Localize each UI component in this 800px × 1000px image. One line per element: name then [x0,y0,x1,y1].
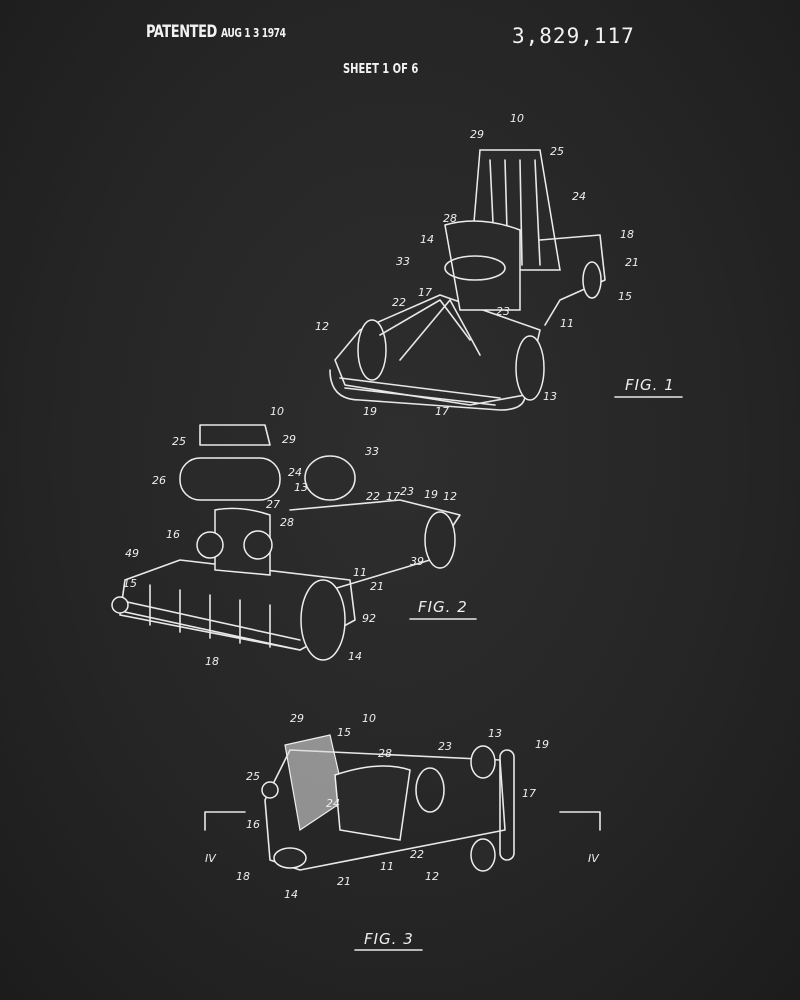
ref-numeral: 11 [353,566,367,579]
ref-numeral: 14 [284,888,298,901]
ref-numeral: 33 [365,445,379,458]
figure-1-drawing: 29 10 25 24 28 14 33 18 21 15 17 22 23 1… [315,112,683,418]
ref-numeral: 39 [410,555,424,568]
ref-numeral: 15 [337,726,351,739]
ref-numeral: 10 [362,712,376,725]
section-mark: IV [588,852,600,865]
ref-numeral: 16 [166,528,180,541]
ref-numeral: 17 [435,405,449,418]
ref-numeral: 17 [418,286,432,299]
ref-numeral: 12 [315,320,329,333]
ref-numeral: 28 [280,516,294,529]
ref-numeral: 22 [392,296,406,309]
figure-1-label: FIG. 1 [625,376,675,394]
ref-numeral: 49 [125,547,139,560]
ref-numeral: 15 [618,290,632,303]
ref-numeral: 27 [266,498,280,511]
ref-numeral: 29 [282,433,296,446]
ref-numeral: 10 [270,405,284,418]
ref-numeral: 13 [543,390,557,403]
ref-numeral: 16 [246,818,260,831]
ref-numeral: 18 [620,228,634,241]
ref-numeral: 24 [288,466,302,479]
ref-numeral: 22 [410,848,424,861]
ref-numeral: 28 [378,747,392,760]
ref-numeral: 23 [400,485,414,498]
ref-numeral: 17 [522,787,536,800]
ref-numeral: 28 [443,212,457,225]
ref-numeral: 24 [326,797,340,810]
ref-numeral: 23 [496,305,510,318]
ref-numeral: 24 [572,190,586,203]
ref-numeral: 14 [420,233,434,246]
ref-numeral: 33 [396,255,410,268]
ref-numeral: 29 [290,712,304,725]
ref-numeral: 10 [510,112,524,125]
ref-numeral: 19 [535,738,549,751]
ref-numeral: 92 [362,612,376,625]
ref-numeral: 13 [294,481,308,494]
ref-numeral: 23 [438,740,452,753]
ref-numeral: 19 [363,405,377,418]
figure-3-label: FIG. 3 [364,930,414,948]
ref-numeral: 21 [370,580,384,593]
ref-numeral: 17 [386,490,400,503]
ref-numeral: 13 [488,727,502,740]
ref-numeral: 11 [380,860,394,873]
ref-numeral: 12 [425,870,439,883]
ref-numeral: 22 [366,490,380,503]
ref-numeral: 26 [152,474,166,487]
patent-number: 3,829,117 [512,24,635,48]
ref-numeral: 14 [348,650,362,663]
sheet-number: SHEET 1 OF 6 [343,62,419,77]
ref-numeral: 19 [424,488,438,501]
figure-3-drawing: IV IV 29 15 10 28 13 23 19 25 24 17 16 2… [204,712,601,951]
ref-numeral: 29 [470,128,484,141]
ref-numeral: 21 [337,875,351,888]
ref-numeral: 15 [123,577,137,590]
ref-numeral: 18 [236,870,250,883]
figure-2-label: FIG. 2 [418,598,468,616]
ref-numeral: 11 [560,317,574,330]
ref-numeral: 25 [550,145,564,158]
ref-numeral: 18 [205,655,219,668]
section-mark: IV [205,852,217,865]
ref-numeral: 12 [443,490,457,503]
patented-label: PATENTED [146,22,217,42]
figure-2-drawing: 10 25 29 33 26 24 27 13 28 22 17 23 19 1… [111,405,477,668]
ref-numeral: 25 [246,770,260,783]
patented-date-value: AUG 1 3 1974 [221,26,286,40]
ref-numeral: 25 [172,435,186,448]
patent-date: PATENTED AUG 1 3 1974 [146,22,286,42]
ref-numeral: 21 [625,256,639,269]
